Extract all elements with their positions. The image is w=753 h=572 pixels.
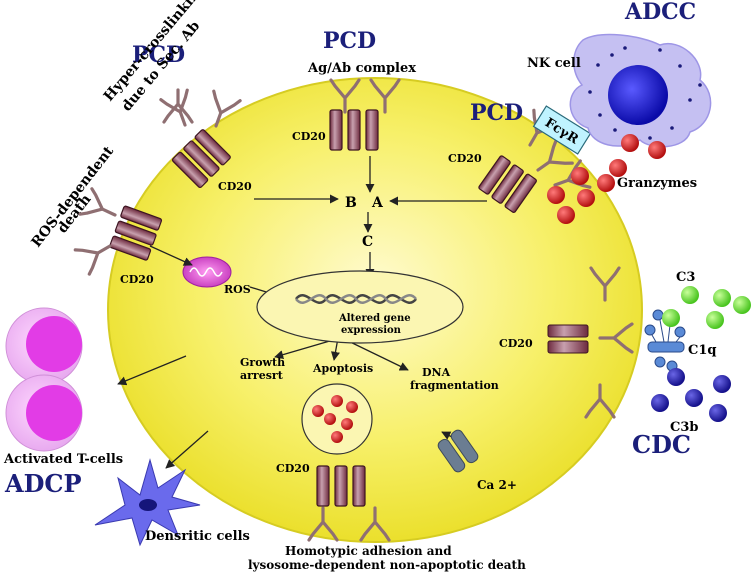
- homotypic-label: Homotypic adhesion and: [285, 544, 452, 558]
- granzymes-label: Granzymes: [617, 176, 697, 191]
- mitochondrion-icon: [182, 256, 232, 288]
- lysosome-death-label: lysosome-dependent non-apoptotic death: [248, 558, 526, 572]
- nk-cell-label: NK cell: [527, 56, 581, 71]
- cd20-top-label: CD20: [292, 130, 326, 143]
- cdc-heading: CDC: [632, 430, 691, 459]
- adcc-heading: ADCC: [624, 0, 696, 25]
- apoptosis-label: Apoptosis: [312, 362, 373, 375]
- cd20-left-label: CD20: [120, 273, 154, 286]
- calcium-channel-icon: [437, 429, 479, 473]
- altered-gene-label: Altered gene: [338, 313, 411, 324]
- c3b-particles: [651, 368, 731, 422]
- hyper-crosslinking-label: Hyper-crosslinking: [101, 0, 210, 105]
- cd20-right-upper-label: CD20: [448, 152, 482, 165]
- cd20-top: [329, 109, 379, 151]
- cd20-bottom-label: CD20: [276, 462, 310, 475]
- c3b-label: C3b: [670, 420, 698, 435]
- nk-granules: [588, 46, 702, 140]
- ros-death-label: ROS-dependent: [29, 143, 118, 250]
- pcd-left-heading: PCD: [132, 42, 185, 68]
- arrest-label: arresrt: [240, 369, 284, 382]
- cd20-right-label: CD20: [499, 337, 533, 350]
- lysosome-granules: [312, 395, 358, 443]
- fragmentation-label: fragmentation: [410, 379, 499, 392]
- agab-complex-label: Ag/Ab complex: [307, 61, 416, 76]
- granzymes: [547, 134, 666, 224]
- pcd-right-heading: PCD: [470, 100, 523, 126]
- cd20-right: [547, 324, 589, 354]
- pathway-arrows: [117, 156, 487, 469]
- dna-label: DNA: [422, 366, 451, 379]
- pcd-top-heading: PCD: [323, 28, 376, 54]
- growth-label: Growth: [240, 356, 285, 369]
- dendritic-label: Densritic cells: [145, 529, 250, 544]
- node-b: B: [345, 195, 357, 211]
- c3-particles: [662, 286, 751, 329]
- activated-tcells-label: Activated T-cells: [3, 452, 123, 467]
- lysosome: [301, 383, 373, 455]
- dna-helix-icon: [295, 294, 417, 304]
- node-a: A: [371, 195, 384, 211]
- activated-tcells: [5, 307, 83, 452]
- calcium-label: Ca 2+: [477, 478, 517, 492]
- nucleus-oval: [256, 270, 464, 344]
- expression-label: expression: [341, 325, 402, 336]
- c3-label: C3: [676, 270, 695, 285]
- cd20-bottom: [316, 465, 366, 507]
- cd20-upperleft-label: CD20: [218, 180, 252, 193]
- adcp-heading: ADCP: [4, 469, 82, 498]
- c1q-label: C1q: [688, 343, 716, 358]
- node-c: C: [362, 234, 373, 250]
- nk-nucleus: [608, 65, 668, 125]
- ros-label: ROS: [224, 283, 251, 296]
